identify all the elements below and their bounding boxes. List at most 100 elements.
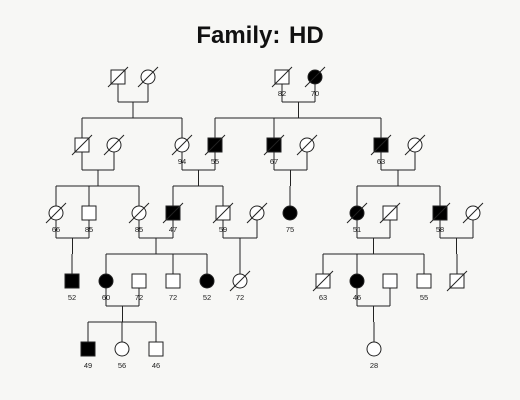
- deceased-slash: [137, 66, 159, 88]
- male-symbol: [382, 273, 398, 289]
- age-label: 46: [152, 361, 160, 370]
- deceased-slash: [429, 202, 451, 224]
- individual-g3_f5: 51: [346, 202, 368, 234]
- deceased-slash: [446, 270, 468, 292]
- individual-g2_f1: [103, 134, 125, 156]
- individual-g4_m1: 52: [64, 273, 80, 302]
- individual-g4_m6: 55: [416, 273, 432, 302]
- affected-male-symbol: [80, 341, 96, 357]
- deceased-slash: [263, 134, 285, 156]
- individual-g5_m1: 49: [80, 341, 96, 370]
- age-label: 94: [178, 157, 186, 166]
- deceased-slash: [204, 134, 226, 156]
- female-symbol: [366, 341, 382, 357]
- individual-g5_f1: 56: [114, 341, 130, 370]
- age-label: 55: [211, 157, 219, 166]
- individual-g4_f2: 52: [199, 273, 215, 302]
- age-label: 46: [353, 293, 361, 302]
- deceased-slash: [107, 66, 129, 88]
- individual-g3_m3: 59: [212, 202, 234, 234]
- deceased-slash: [462, 202, 484, 224]
- age-label: 47: [169, 225, 177, 234]
- male-symbol: [131, 273, 147, 289]
- deceased-slash: [103, 134, 125, 156]
- age-label: 52: [68, 293, 76, 302]
- individual-g1_f2: 70: [304, 66, 326, 98]
- age-label: 58: [436, 225, 444, 234]
- affected-female-symbol: [98, 273, 114, 289]
- individual-g4_m2: 72: [131, 273, 147, 302]
- deceased-slash: [128, 202, 150, 224]
- age-label: 52: [203, 293, 211, 302]
- individual-g2_m3: 55: [204, 134, 226, 166]
- age-label: 28: [370, 361, 378, 370]
- individual-g4_m4: 63: [312, 270, 334, 302]
- deceased-slash: [271, 66, 293, 88]
- individual-g3_f4: 75: [282, 205, 298, 234]
- age-label: 70: [311, 89, 319, 98]
- deceased-slash: [304, 66, 326, 88]
- deceased-slash: [346, 202, 368, 224]
- individual-g2_f4: [296, 134, 318, 156]
- affected-male-symbol: [64, 273, 80, 289]
- age-label: 72: [236, 293, 244, 302]
- deceased-slash: [370, 134, 392, 156]
- individual-g5_f2: 28: [366, 341, 382, 370]
- age-label: 75: [286, 225, 294, 234]
- age-label: 51: [353, 225, 361, 234]
- deceased-slash: [71, 134, 93, 156]
- individual-g3_m5: 58: [429, 202, 451, 234]
- individual-g3_f6: [462, 202, 484, 224]
- individual-g2_m4: 67: [263, 134, 285, 166]
- individual-g2_m1: [71, 134, 93, 156]
- age-label: 72: [169, 293, 177, 302]
- male-symbol: [81, 205, 97, 221]
- age-label: 63: [319, 293, 327, 302]
- age-label: 66: [52, 225, 60, 234]
- relationship-lines: [55, 84, 474, 342]
- age-label: 82: [278, 89, 286, 98]
- deceased-slash: [162, 202, 184, 224]
- individual-g2_m5: 63: [370, 134, 392, 166]
- individual-g3_f1: 66: [45, 202, 67, 234]
- affected-female-symbol: [199, 273, 215, 289]
- age-label: 56: [118, 361, 126, 370]
- individual-g1_m1: [107, 66, 129, 88]
- deceased-slash: [45, 202, 67, 224]
- individual-g3_m4: [379, 202, 401, 224]
- deceased-slash: [246, 202, 268, 224]
- age-label: 67: [270, 157, 278, 166]
- affected-female-symbol: [282, 205, 298, 221]
- age-label: 63: [377, 157, 385, 166]
- deceased-slash: [379, 202, 401, 224]
- individual-g4_f3: 72: [229, 270, 251, 302]
- individual-g3_m2: 47: [162, 202, 184, 234]
- deceased-slash: [296, 134, 318, 156]
- deceased-slash: [171, 134, 193, 156]
- age-label: 85: [85, 225, 93, 234]
- individual-g1_m2: 82: [271, 66, 293, 98]
- deceased-slash: [404, 134, 426, 156]
- individual-g2_f2: 94: [171, 134, 193, 166]
- individual-g3_m1: 85: [81, 205, 97, 234]
- female-symbol: [114, 341, 130, 357]
- individual-g2_f5: [404, 134, 426, 156]
- age-label: 59: [219, 225, 227, 234]
- individual-g4_m7: [446, 270, 468, 292]
- male-symbol: [416, 273, 432, 289]
- age-label: 55: [420, 293, 428, 302]
- male-symbol: [148, 341, 164, 357]
- individual-g3_f3: [246, 202, 268, 224]
- individuals: 82 70 94 55 67 63 66 85 85 47 59 75 51 58 52 60 72 72 52 72…: [45, 66, 484, 370]
- individual-g4_f4: 46: [349, 273, 365, 302]
- individual-g5_m2: 46: [148, 341, 164, 370]
- individual-g4_f1: 60: [98, 273, 114, 302]
- age-label: 49: [84, 361, 92, 370]
- individual-g4_m3: 72: [165, 273, 181, 302]
- age-label: 60: [102, 293, 110, 302]
- male-symbol: [165, 273, 181, 289]
- deceased-slash: [312, 270, 334, 292]
- individual-g3_f2: 85: [128, 202, 150, 234]
